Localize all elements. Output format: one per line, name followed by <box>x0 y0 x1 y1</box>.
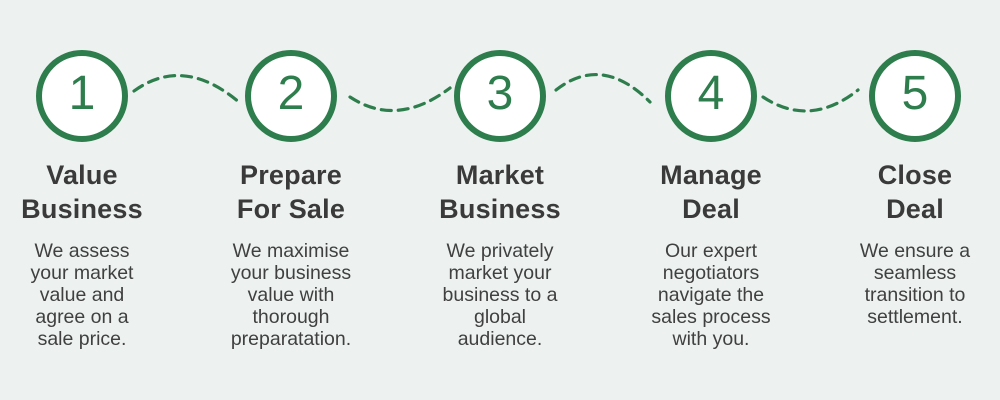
step-column: 5 Close Deal We ensure a seamless transi… <box>820 50 1000 328</box>
step-column: 1 Value Business We assess your market v… <box>0 50 177 350</box>
step-number-circle: 5 <box>869 50 961 142</box>
step-number-circle: 3 <box>454 50 546 142</box>
connector-2-3-dashed-dip <box>348 86 452 113</box>
connector-1-2-dashed-arc <box>132 73 242 105</box>
step-column: 3 Market Business We privately market yo… <box>405 50 595 350</box>
step-description: We privately market your business to a g… <box>442 240 558 350</box>
connector-3-4-dashed-arc <box>554 73 652 104</box>
step-number: 1 <box>68 67 96 120</box>
step-title: Close Deal <box>877 160 953 224</box>
step-column: 4 Manage Deal Our expert negotiators nav… <box>616 50 806 350</box>
connector-4-5-dashed-dip <box>761 88 860 113</box>
step-column: 2 Prepare For Sale We maximise your busi… <box>196 50 386 350</box>
step-number: 4 <box>697 67 725 120</box>
step-title: Prepare For Sale <box>236 160 346 224</box>
step-number-circle: 2 <box>245 50 337 142</box>
step-number: 3 <box>486 67 514 120</box>
step-title: Manage Deal <box>660 160 762 224</box>
step-title: Market Business <box>439 160 561 224</box>
step-description: We ensure a seamless transition to settl… <box>859 240 971 328</box>
step-number: 2 <box>277 67 305 120</box>
step-description: We assess your market value and agree on… <box>30 240 134 350</box>
step-description: Our expert negotiators navigate the sale… <box>651 240 771 350</box>
step-connectors <box>132 73 860 113</box>
step-number-circle: 4 <box>665 50 757 142</box>
step-description: We maximise your business value with tho… <box>230 240 352 350</box>
step-number-circle: 1 <box>36 50 128 142</box>
step-number: 5 <box>901 67 929 120</box>
step-title: Value Business <box>21 160 143 224</box>
